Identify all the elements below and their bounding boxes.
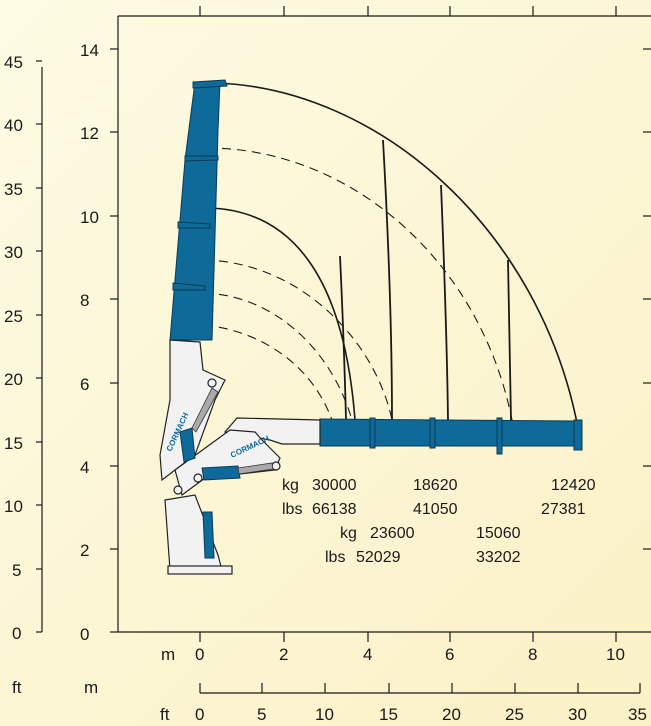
mx-tick-6: 6 [445, 645, 454, 664]
meter-vertical-labels: 0 2 4 6 8 10 12 14 [80, 41, 99, 644]
right-ticks [643, 48, 651, 550]
crane-base [159, 339, 321, 575]
m-tick-8: 8 [80, 291, 89, 310]
mx-tick-4: 4 [363, 645, 372, 664]
ftx-tick-35: 35 [628, 705, 647, 724]
ftx-tick-0: 0 [195, 705, 204, 724]
m-tick-4: 4 [80, 458, 89, 477]
row1-lbs-label: lbs [282, 501, 302, 518]
m-tick-10: 10 [80, 208, 99, 227]
row2-kg-label: kg [340, 525, 357, 542]
row2-kg-2: 15060 [476, 525, 521, 542]
vertical-boom [169, 79, 228, 341]
ftx-tick-15: 15 [379, 705, 398, 724]
horizontal-boom [319, 417, 583, 455]
ft-tick-5: 5 [12, 561, 21, 580]
grid-frame [117, 15, 651, 633]
row2-kg-1: 23600 [370, 525, 415, 542]
meter-horizontal-labels: m 0 2 4 6 8 10 [161, 645, 625, 664]
mx-tick-8: 8 [528, 645, 537, 664]
feet-horizontal-scale [199, 683, 641, 694]
load-table-row1: kg 30000 18620 12420 lbs 66138 41050 273… [282, 477, 596, 518]
meter-horizontal-ticks [199, 632, 617, 642]
outer-reach-curve [214, 82, 579, 429]
m-tick-0: 0 [80, 625, 89, 644]
feet-vertical-labels: 0 5 10 15 20 25 30 35 40 45 [4, 53, 23, 643]
mx-tick-0: 0 [195, 645, 204, 664]
m-unit-left: m [84, 678, 98, 697]
ftx-tick-10: 10 [315, 705, 334, 724]
ft-tick-25: 25 [4, 307, 23, 326]
row2-lbs-label: lbs [325, 549, 345, 566]
meter-vertical-ticks [110, 48, 118, 633]
row1-kg-2: 18620 [413, 477, 458, 494]
ftx-tick-30: 30 [568, 705, 587, 724]
row2-lbs-1: 52029 [356, 549, 401, 566]
row1-lbs-1: 66138 [312, 501, 357, 518]
ft-tick-30: 30 [4, 243, 23, 262]
ft-tick-40: 40 [4, 116, 23, 135]
mx-tick-10: 10 [606, 645, 625, 664]
row1-kg-3: 12420 [551, 477, 596, 494]
top-ticks [199, 6, 617, 16]
ft-tick-20: 20 [4, 370, 23, 389]
ft-tick-45: 45 [4, 53, 23, 72]
ft-tick-0: 0 [12, 624, 21, 643]
mid-reach-curve [207, 207, 356, 421]
row1-kg-1: 30000 [312, 477, 357, 494]
feet-horizontal-labels: ft 0 5 10 15 20 25 30 35 [160, 705, 647, 724]
ftx-tick-20: 20 [442, 705, 461, 724]
ftx-tick-5: 5 [257, 705, 266, 724]
row1-lbs-2: 41050 [413, 501, 458, 518]
row1-lbs-3: 27381 [541, 501, 586, 518]
ft-unit-left: ft [12, 678, 22, 697]
ft-tick-10: 10 [4, 497, 23, 516]
row2-lbs-2: 33202 [476, 549, 521, 566]
mx-tick-2: 2 [279, 645, 288, 664]
m-tick-6: 6 [80, 375, 89, 394]
hydraulic-cylinders [179, 387, 274, 559]
row1-kg-label: kg [282, 477, 299, 494]
load-table-row2: kg 23600 15060 lbs 52029 33202 [325, 525, 521, 566]
dashed-curve-2 [203, 259, 393, 421]
ft-unit-bottom: ft [160, 705, 170, 724]
reach-curves [203, 82, 579, 429]
m-tick-14: 14 [80, 41, 99, 60]
m-tick-2: 2 [80, 541, 89, 560]
m-tick-12: 12 [80, 124, 99, 143]
dashed-curve-3 [203, 292, 353, 421]
dashed-curve-4 [203, 324, 333, 421]
ft-tick-15: 15 [4, 434, 23, 453]
feet-vertical-scale [36, 60, 43, 633]
hook-lines [339, 139, 512, 421]
m-unit-bottom: m [161, 645, 175, 664]
ft-tick-35: 35 [4, 180, 23, 199]
dashed-curve-1 [206, 147, 513, 421]
ftx-tick-25: 25 [505, 705, 524, 724]
